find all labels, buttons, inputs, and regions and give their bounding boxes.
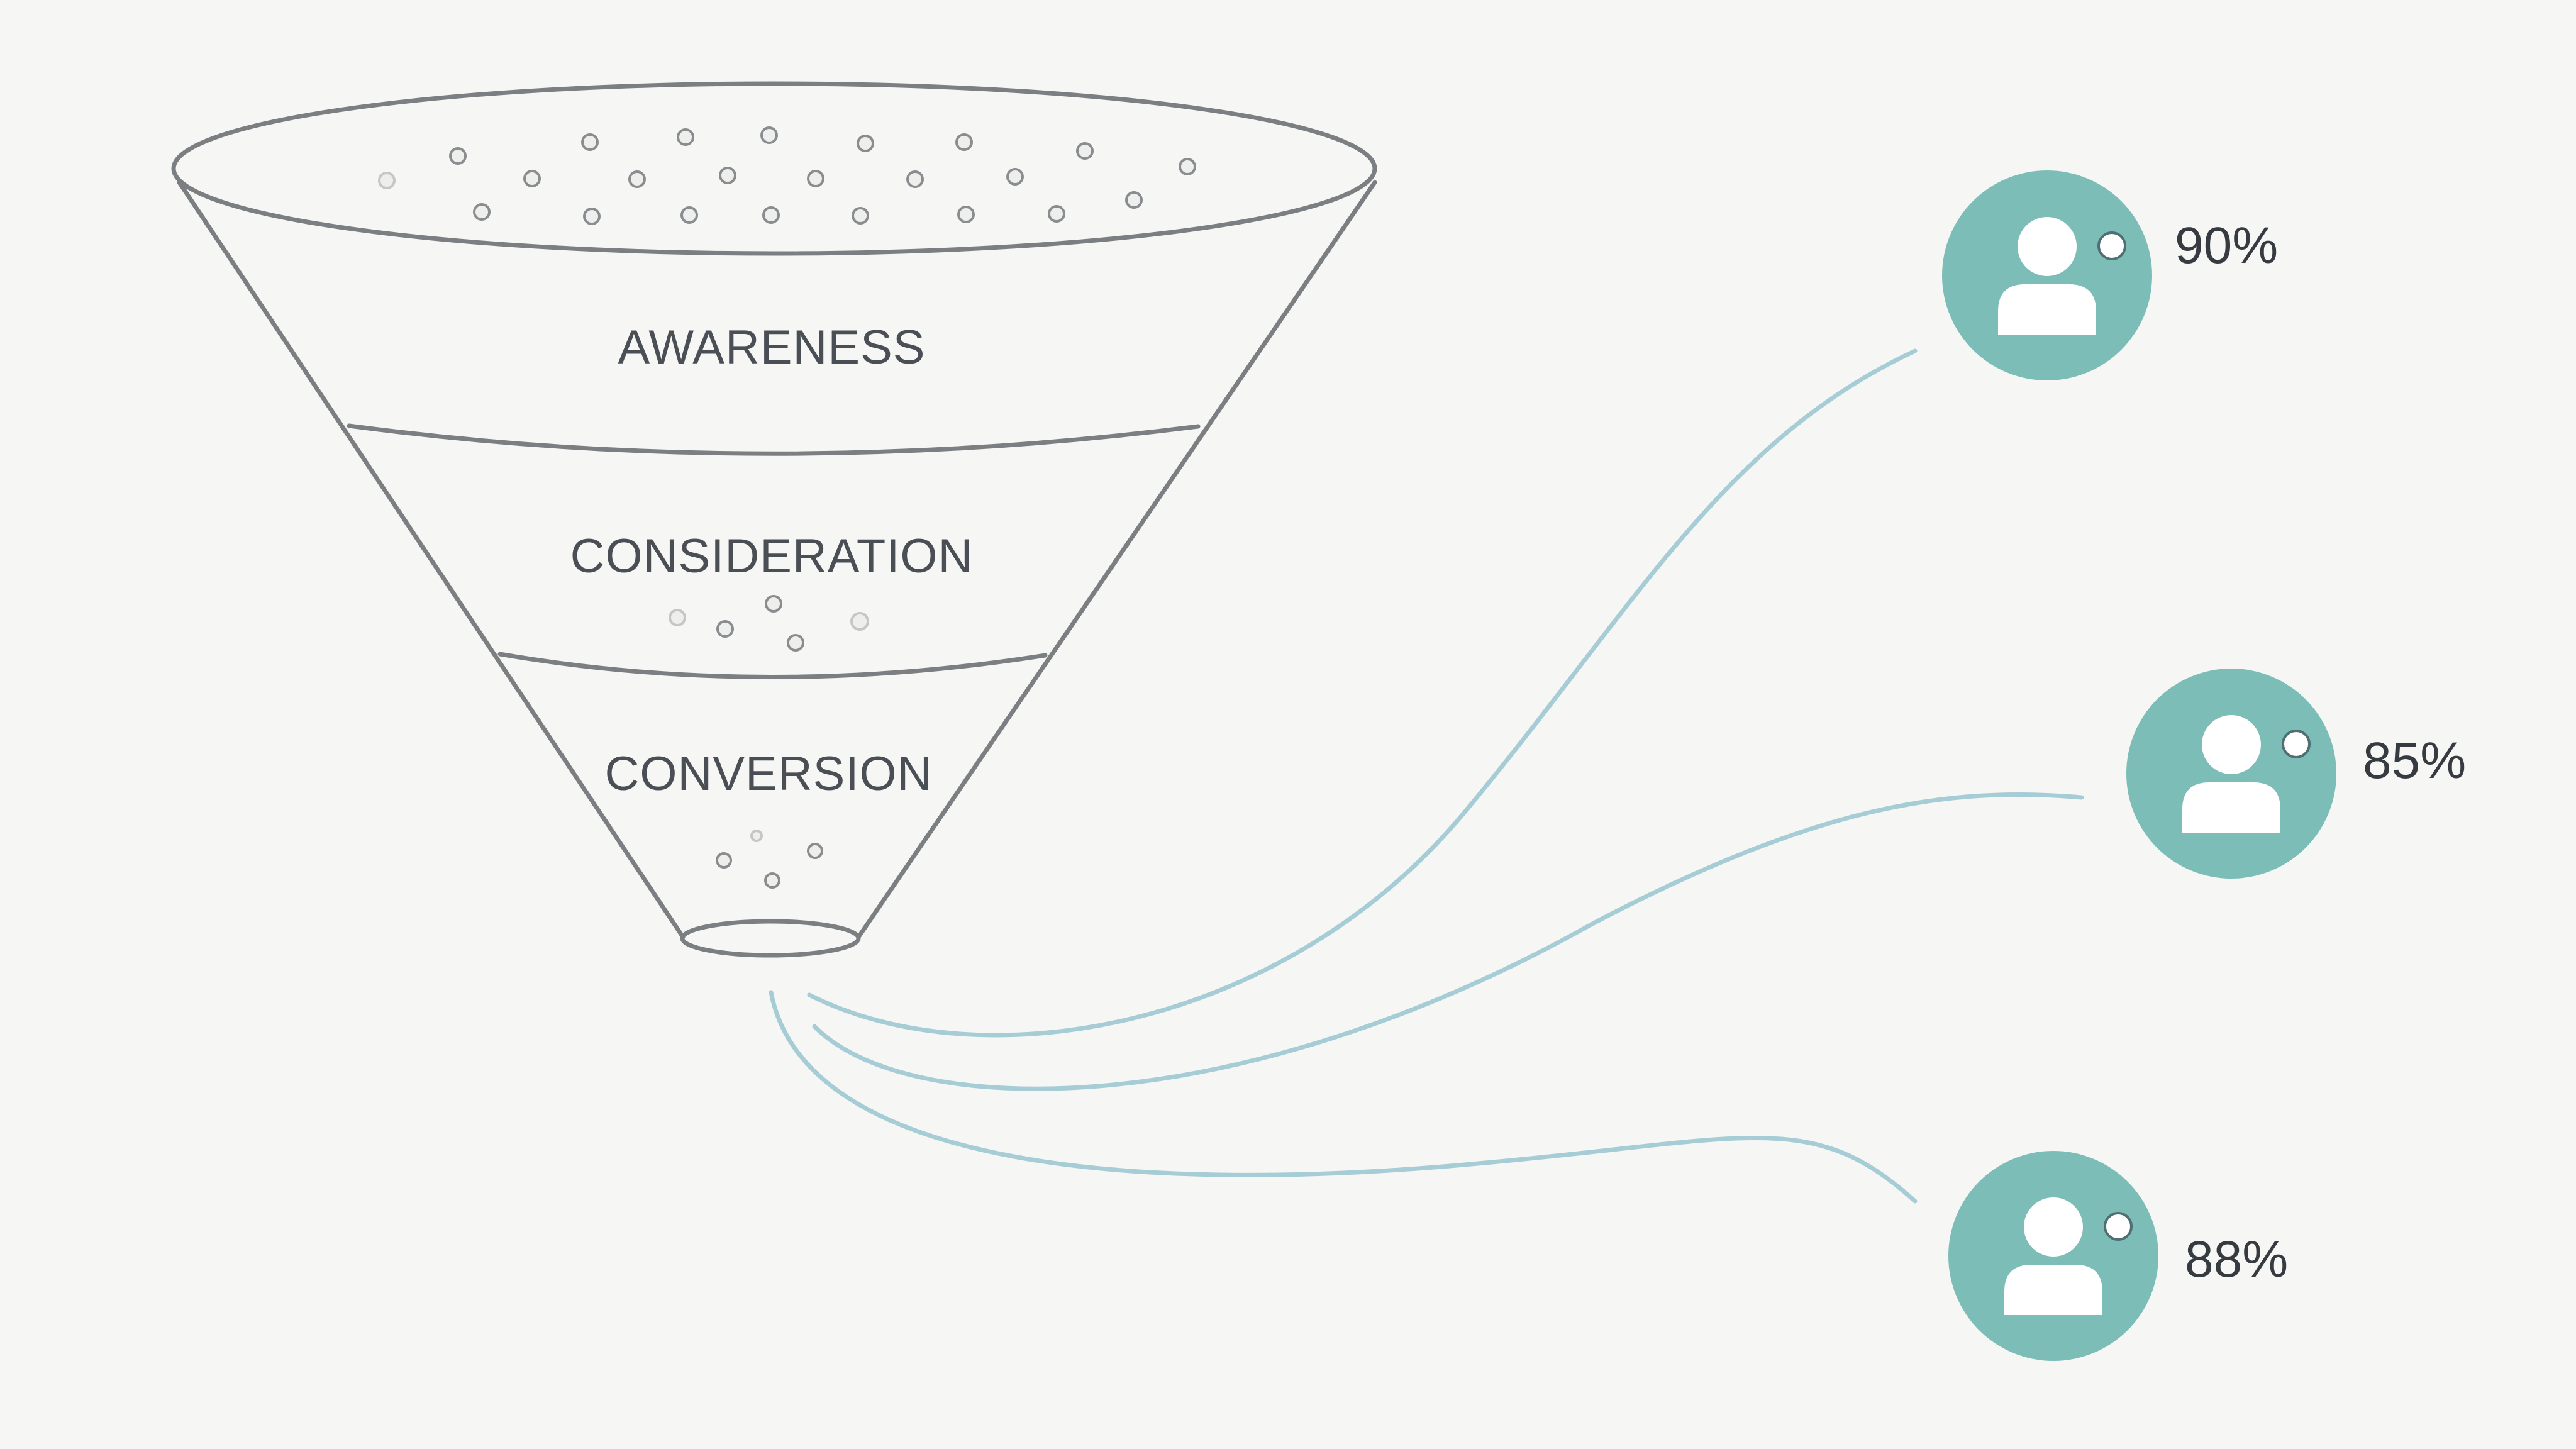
particle — [957, 206, 975, 223]
particle — [378, 172, 396, 189]
user-icon — [2004, 1197, 2102, 1315]
outcome-2: 85% — [2126, 669, 2466, 879]
funnel-spout — [680, 919, 861, 958]
flow-lines — [769, 348, 2084, 1204]
outcome-value-1: 90% — [2175, 217, 2278, 274]
outcome-1: 90% — [1942, 170, 2278, 380]
stage-divider-1 — [347, 423, 1201, 456]
funnel-top-rim — [171, 81, 1377, 256]
stage-label-consideration: CONSIDERATION — [570, 530, 974, 583]
stage-labels: AWARENESS CONSIDERATION CONVERSION — [570, 321, 974, 801]
user-icon — [2182, 715, 2280, 833]
particle — [680, 206, 698, 224]
particle — [750, 830, 763, 842]
outcome-value-2: 85% — [2363, 732, 2466, 789]
particle — [765, 595, 782, 613]
funnel-left-side — [177, 180, 686, 940]
flow-line-to-outcome-3 — [769, 990, 1918, 1204]
flow-line-to-outcome-2 — [812, 792, 2084, 1091]
particle — [906, 170, 924, 188]
particle — [523, 170, 541, 187]
funnel — [171, 81, 1377, 958]
particle — [719, 167, 736, 184]
particle — [1048, 205, 1065, 223]
status-badge-icon — [2282, 730, 2311, 758]
particle — [807, 843, 823, 859]
stage-label-conversion: CONVERSION — [605, 747, 933, 801]
particle — [1179, 158, 1196, 175]
particle — [583, 208, 601, 225]
particle — [807, 170, 824, 187]
particle — [1125, 191, 1143, 209]
status-badge-icon — [2097, 231, 2126, 260]
particle — [716, 852, 732, 869]
particle — [449, 147, 467, 165]
particle — [852, 207, 869, 225]
particle — [581, 133, 599, 151]
flow-line-to-outcome-1 — [807, 348, 1918, 1038]
user-icon — [1998, 217, 2096, 335]
stage-divider-2 — [497, 652, 1048, 679]
status-badge-icon — [2104, 1212, 2133, 1241]
particle — [787, 634, 804, 652]
particles — [378, 126, 1196, 889]
funnel-right-side — [856, 180, 1377, 940]
particle — [1076, 142, 1094, 160]
particle — [1006, 168, 1024, 186]
particle — [762, 206, 780, 224]
particle — [669, 609, 686, 626]
outcome-3: 88% — [1948, 1151, 2288, 1361]
particle — [857, 135, 874, 152]
stage-label-awareness: AWARENESS — [618, 321, 925, 374]
particle — [760, 126, 778, 144]
particle — [955, 133, 973, 151]
particle — [764, 872, 780, 889]
particle — [850, 612, 869, 631]
particle — [677, 128, 694, 146]
outcome-value-3: 88% — [2185, 1231, 2288, 1288]
particle — [628, 170, 646, 188]
particle — [473, 203, 491, 221]
particle — [716, 620, 734, 638]
